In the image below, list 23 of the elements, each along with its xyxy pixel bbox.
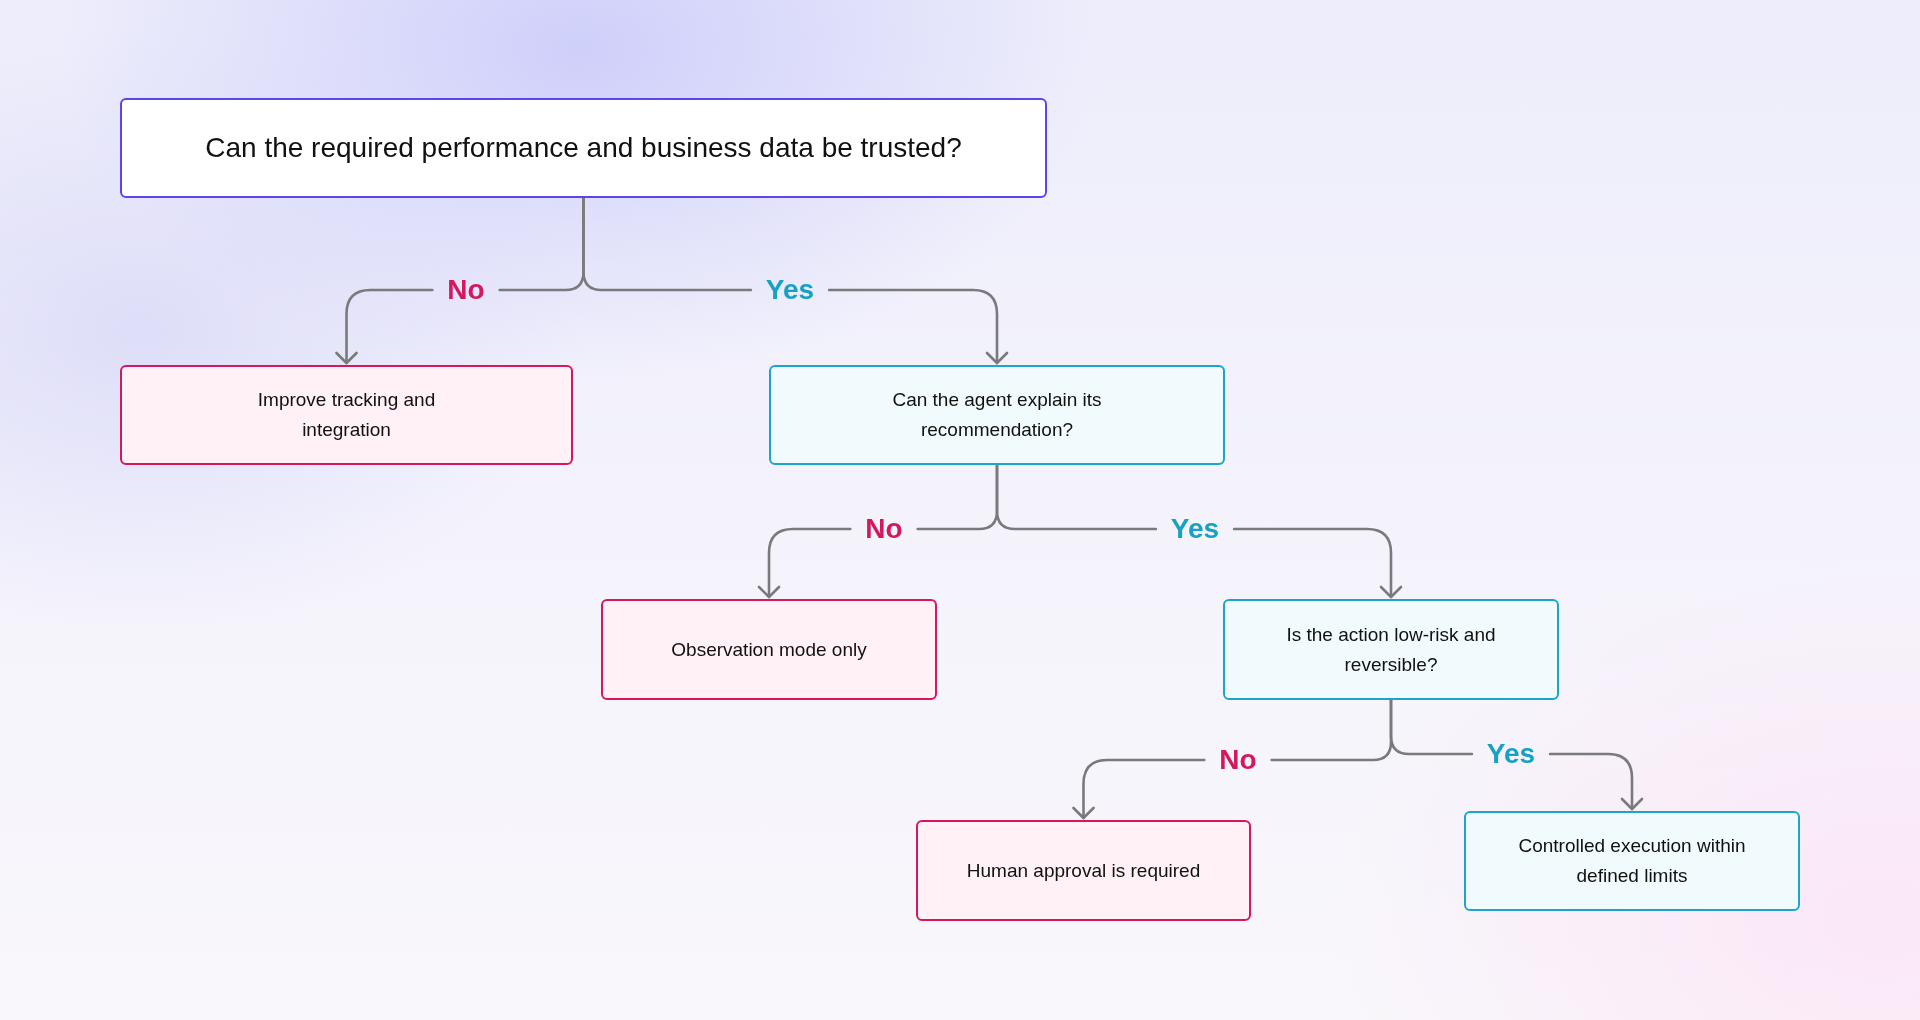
arrow [1389,698,1644,811]
outcome-box [601,599,937,700]
outcome-text: Controlled execution within defined limits [1517,834,1747,888]
question-text: Can the required performance and business data be trusted? [205,131,962,165]
outcome-box [1464,811,1800,911]
outcome-text: Human approval is required [966,858,1201,883]
question-text: Can the agent explain its recommendation? [891,388,1103,442]
edge-label: Yes [1486,738,1536,770]
arrow [995,463,1403,599]
arrow [582,196,1009,365]
outcome-box [916,820,1251,921]
outcome-box [120,365,573,465]
question-box [769,365,1225,465]
edge-label: No [447,274,485,306]
outcome-text: Observation mode only [671,637,867,662]
edge-label: Yes [765,274,815,306]
question-box [120,98,1047,198]
edge-label: No [1219,744,1257,776]
question-box [1223,599,1559,700]
edge-label: Yes [1170,513,1220,545]
edge-label: No [865,513,903,545]
question-text: Is the action low-risk and reversible? [1285,622,1497,677]
outcome-text: Improve tracking and integration [256,388,437,442]
